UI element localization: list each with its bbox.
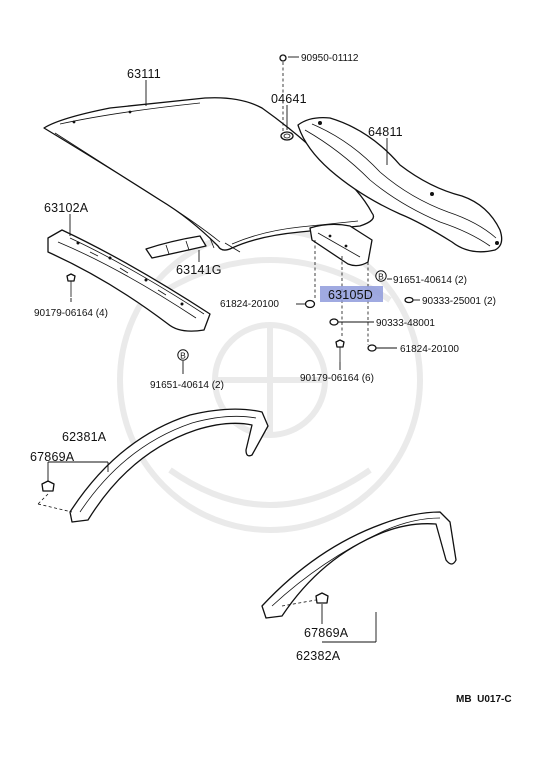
svg-text:B: B: [378, 272, 384, 282]
diagram-code: MB U017-C: [456, 694, 512, 705]
label-90333-48001[interactable]: 90333-48001: [376, 318, 435, 329]
label-63105d[interactable]: 63105D: [328, 288, 373, 302]
fastener-group: [66, 273, 414, 362]
highlight-63105d: [320, 286, 383, 302]
label-91651-40614-right[interactable]: 91651-40614 (2): [393, 275, 467, 286]
weatherstrip-rear[interactable]: [261, 511, 457, 619]
svg-text:B: B: [180, 351, 186, 361]
label-90179-06164-right[interactable]: 90179-06164 (6): [300, 373, 374, 384]
label-63102a[interactable]: 63102A: [44, 201, 89, 215]
clip-part[interactable]: [279, 54, 287, 132]
label-64811[interactable]: 64811: [368, 125, 403, 139]
label-61824-20100-left[interactable]: 61824-20100: [220, 299, 279, 310]
label-90179-06164-left[interactable]: 90179-06164 (4): [34, 308, 108, 319]
clip-67869a-left[interactable]: [41, 480, 55, 492]
label-61824-20100-right[interactable]: 61824-20100: [400, 344, 459, 355]
roof-reinforcement-rear[interactable]: [309, 223, 373, 345]
label-63141g[interactable]: 63141G: [176, 263, 222, 277]
clip-67869a-right[interactable]: [315, 592, 329, 604]
label-91651-40614-left[interactable]: 91651-40614 (2): [150, 380, 224, 391]
marker-b-right: B: [375, 270, 387, 282]
label-63111[interactable]: 63111: [127, 67, 161, 81]
label-62381a[interactable]: 62381A: [62, 430, 107, 444]
label-67869a-left[interactable]: 67869A: [30, 450, 75, 464]
label-90333-25001[interactable]: 90333-25001 (2): [422, 296, 496, 307]
roof-reinforcement-front[interactable]: [47, 229, 211, 332]
label-04641[interactable]: 04641: [271, 92, 307, 106]
grommet-part[interactable]: [280, 131, 294, 141]
label-90950-01112[interactable]: 90950-01112: [301, 53, 359, 64]
label-62382a[interactable]: 62382A: [296, 649, 341, 663]
leader-lines: [47, 56, 420, 643]
marker-b-left: B: [177, 349, 189, 361]
label-67869a-right[interactable]: 67869A: [304, 626, 349, 640]
roof-bracket[interactable]: [145, 235, 207, 259]
roof-side-rail[interactable]: [297, 117, 503, 253]
weatherstrip-front[interactable]: [37, 408, 269, 523]
